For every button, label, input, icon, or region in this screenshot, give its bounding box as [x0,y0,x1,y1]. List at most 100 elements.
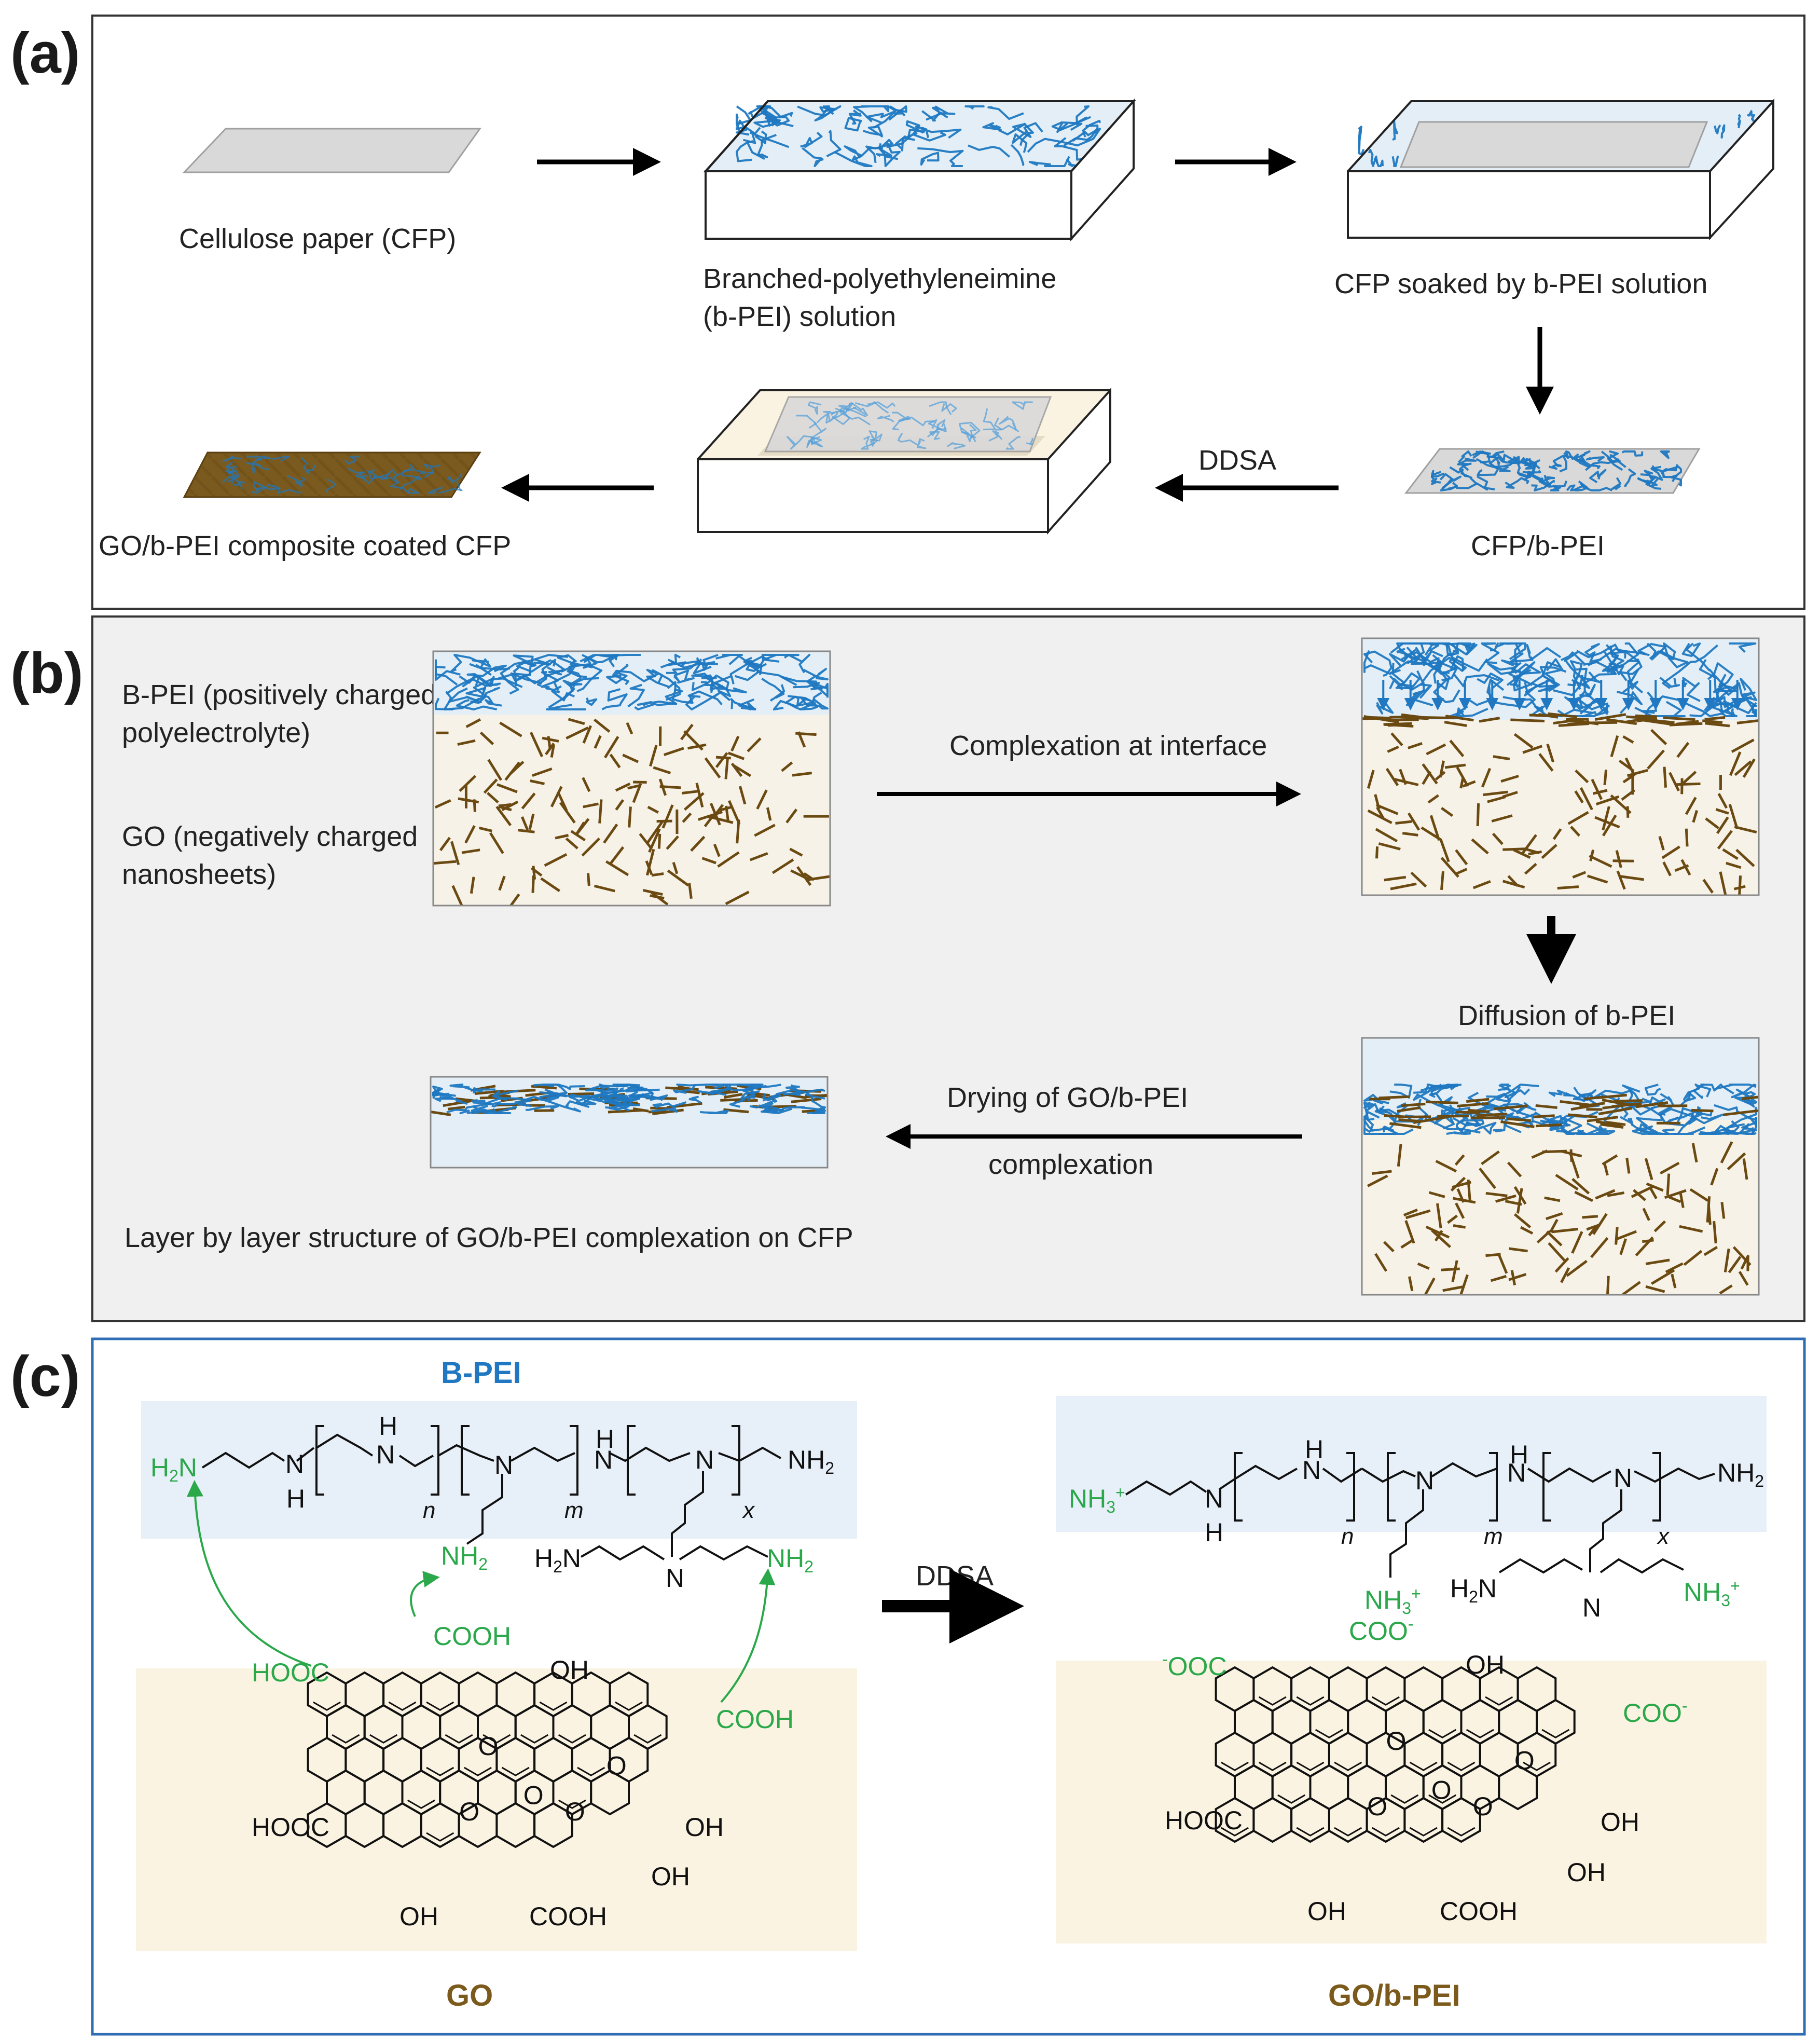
bpei-chain [1631,1120,1691,1135]
epoxide-oxygen: O [1473,1792,1493,1821]
right-n5: N [1614,1463,1632,1492]
bpei-chain [582,654,618,664]
bpei-chain [917,147,964,167]
bpei-chain [1607,450,1623,471]
go-nanosheet [795,732,817,736]
go-nanosheet [728,800,741,825]
go-nanosheet [1596,1093,1627,1100]
bpei-chain [1056,116,1091,133]
bpei-chain [575,1099,597,1105]
bpei-chain [1358,128,1365,156]
go-nanosheet [1587,874,1608,884]
bpei-chain [1642,691,1658,714]
bpei-chain [1699,659,1731,691]
bpei-chain [1720,124,1726,139]
left-n3: N [494,1450,513,1480]
bpei-chain [861,435,876,450]
go-nanosheet [1615,850,1622,868]
left-hooc-left: HOOC [252,1658,329,1687]
bpei-chain [462,678,501,692]
double-bond [1409,1827,1438,1837]
go-nanosheet [1589,855,1612,868]
double-bond [445,1734,473,1744]
bpei-chain [1576,643,1626,659]
bpei-chain [776,1089,807,1097]
go-nanosheet [1435,1160,1457,1173]
go-nanosheet [1552,828,1562,840]
bpei-chain [409,464,434,474]
go-nanosheet [1398,1118,1422,1123]
go-nanosheet [754,824,776,837]
go-nanosheet [1680,771,1697,786]
go-nanosheet [1731,738,1755,753]
bpei-chain [1676,1107,1713,1124]
bpei-chain [569,1094,590,1104]
bpei-chain [608,1100,640,1107]
bpei-chain [1012,130,1028,153]
bpei-chain [917,438,927,449]
go-nanosheet [1615,1227,1619,1245]
go-nanosheet [781,761,793,772]
bpei-chain [1589,469,1607,484]
go-nanosheet [518,829,535,833]
go-nanosheet [433,860,457,865]
bpei-chain [941,403,957,413]
left-n-branch: N [666,1564,684,1593]
left-cooh-top: COOH [433,1622,511,1651]
bpei-chain [676,1084,718,1087]
right-x-sub: x [1657,1524,1670,1549]
bpei-chain [759,654,776,666]
graphene-ring [1498,1764,1538,1811]
bpei-chain [1019,122,1034,146]
bpei-chain [1693,1084,1704,1099]
go-nanosheet [483,778,498,794]
go-nanosheet [1466,1098,1490,1103]
go-nanosheet [645,821,664,845]
double-bond [332,1734,360,1744]
bpei-chain [1580,483,1613,491]
bpei-chain [1621,450,1644,457]
go-nanosheet [803,872,815,881]
go-nanosheet [1659,1161,1680,1175]
bpei-chain [526,1105,559,1111]
bpei-solution-tray [703,98,1136,242]
left-bpei-structure [201,1425,781,1561]
go-nanosheet [1397,1144,1402,1167]
bpei-chain [1474,1121,1497,1135]
go-nanosheet [1616,870,1626,890]
bpei-chain [946,442,966,449]
go-nanosheet [504,761,520,781]
bpei-chain [1378,1126,1414,1135]
bpei-chain [601,688,628,710]
left-n4: N [594,1445,613,1474]
go-nanosheet [1405,1209,1431,1220]
go-nanosheet [1734,825,1757,834]
go-nanosheet [594,735,602,749]
go-nanosheet [1685,797,1697,815]
go-nanosheet [1722,848,1739,860]
bpei-chain [233,482,243,490]
go-nanosheet [1449,739,1465,757]
bpei-chain [796,415,817,429]
bpei-chain [500,654,569,695]
go-nanosheet [1613,1099,1643,1103]
bpei-chain [1606,642,1639,674]
go-nanosheet [1663,766,1667,788]
go-nanosheet [1727,1152,1746,1170]
go-nanosheet [1557,885,1579,890]
double-bond [1428,1794,1457,1804]
go-nanosheet [707,815,734,824]
go-nanosheet [1635,714,1657,718]
left-h2n-start: H2N [150,1453,197,1485]
ddsa-label-c: DDSA [916,1560,994,1592]
go-nanosheet [1720,1202,1726,1219]
bpei-chain [569,669,599,686]
right-nh3-mid: NH3+ [1364,1584,1421,1618]
bpei-chain [691,673,723,691]
bpei-chain [1584,643,1602,666]
bpei-chain [810,682,829,692]
go-nanosheet [658,778,667,796]
go-nanosheet [1383,1241,1395,1253]
bpei-chain [1714,124,1721,134]
go-nanosheet [450,841,460,866]
